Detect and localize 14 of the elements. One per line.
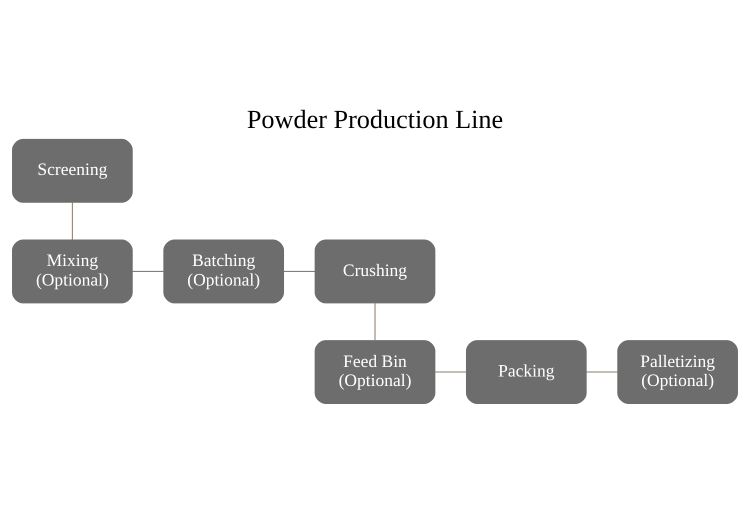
node-box: Packing — [466, 340, 587, 404]
node-box: Palletizing (Optional) — [617, 340, 738, 404]
node-box: Feed Bin (Optional) — [314, 340, 436, 404]
node-box: Screening — [12, 138, 133, 203]
node-box: Batching (Optional) — [163, 240, 284, 304]
connector — [586, 372, 618, 373]
connector — [72, 202, 73, 240]
connector — [284, 270, 316, 272]
connector — [374, 303, 376, 340]
connector — [435, 372, 466, 373]
connector — [132, 270, 164, 272]
node-box: Mixing (Optional) — [12, 240, 133, 304]
node-box: Crushing — [314, 240, 436, 304]
diagram-title: Powder Production Line — [246, 104, 504, 134]
